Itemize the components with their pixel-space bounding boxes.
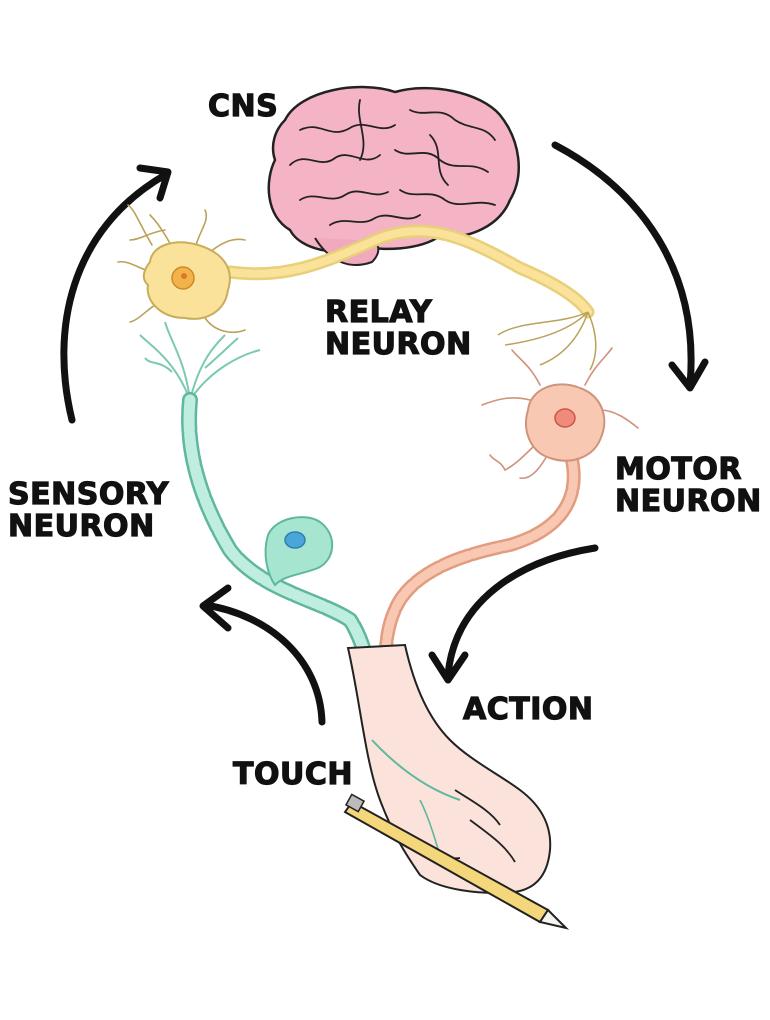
- arrow-motor-to-action: [428, 544, 599, 684]
- arrow-cns-to-motor: [551, 141, 709, 392]
- label-relay-line2: NEURON: [324, 327, 472, 362]
- arrow-sensory-to-cns: [60, 164, 172, 424]
- label-sensory-line1: SENSORY: [7, 477, 169, 512]
- relay-axon: [223, 224, 597, 371]
- label-touch: TOUCH: [232, 757, 353, 792]
- label-motor-line2: NEURON: [614, 484, 762, 519]
- label-action: ACTION: [462, 692, 594, 727]
- motor-axon: [378, 453, 581, 697]
- sensory-dendrites: [139, 321, 261, 401]
- label-sensory-line2: NEURON: [7, 509, 155, 544]
- label-cns: CNS: [207, 89, 279, 124]
- sensory-neuron-cell: [264, 516, 334, 587]
- relay-neuron-cell: [117, 204, 246, 334]
- label-motor-neuron: MOTOR NEURON: [614, 452, 762, 519]
- motor-neuron-cell: [481, 347, 639, 479]
- label-sensory-neuron: SENSORY NEURON: [7, 477, 169, 544]
- label-relay-line1: RELAY: [324, 295, 433, 330]
- arrow-touch-to-sensory: [199, 584, 326, 726]
- label-relay-neuron: RELAY NEURON: [324, 295, 472, 362]
- label-motor-line1: MOTOR: [614, 452, 742, 487]
- pencil-illustration: [343, 793, 570, 930]
